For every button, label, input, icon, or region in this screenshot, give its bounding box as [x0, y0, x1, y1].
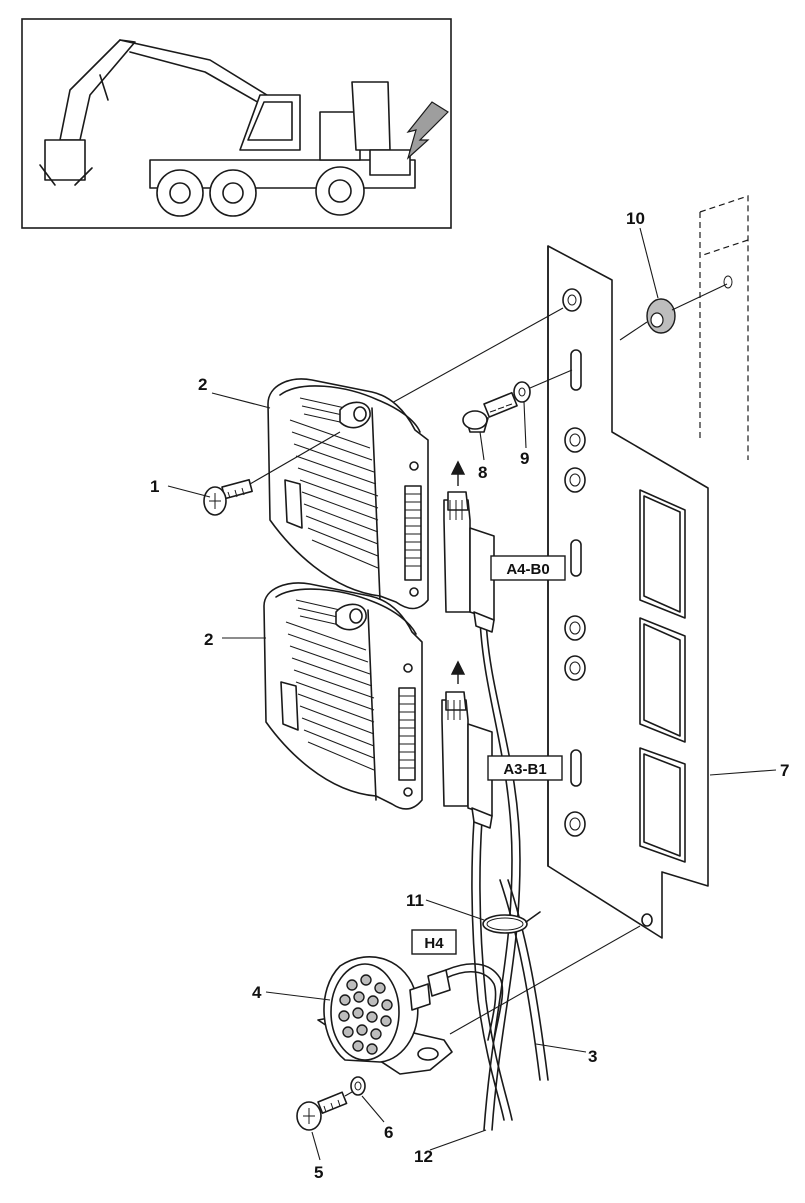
connector-a3-b1	[441, 660, 493, 829]
control-module-lower	[263, 582, 423, 810]
svg-text:A3-B1: A3-B1	[503, 761, 546, 778]
plate-holes	[562, 288, 653, 927]
callout-6: 6	[384, 1123, 393, 1142]
cable-tie-11	[482, 911, 541, 934]
location-arrow-icon	[406, 101, 449, 160]
callout-1: 1	[150, 477, 159, 496]
screw-1	[203, 431, 341, 516]
control-module-upper	[267, 378, 429, 610]
callout-3: 3	[588, 1047, 597, 1066]
callout-12: 12	[414, 1147, 433, 1166]
screw-5	[296, 1091, 353, 1131]
callout-2-lower: 2	[204, 630, 213, 649]
wheel-front-1	[156, 169, 204, 217]
callout-4: 4	[252, 983, 262, 1002]
callout-7: 7	[780, 761, 789, 780]
washer-6	[350, 1076, 366, 1096]
connector-tag-h4: H4	[411, 929, 457, 955]
cooling-ribs	[289, 397, 379, 569]
callout-10: 10	[626, 209, 645, 228]
inset-overview	[21, 18, 452, 229]
callout-2-upper: 2	[198, 375, 207, 394]
insert-direction-arrow-icon	[450, 660, 466, 684]
insert-direction-arrow-icon	[450, 460, 466, 486]
buzzer-grille	[338, 974, 393, 1055]
callout-labels: 1 2 2 3 4 5 6 7 8 9 10 11 12	[150, 209, 789, 1182]
wheel-rear	[315, 166, 365, 216]
callout-8: 8	[478, 463, 487, 482]
svg-text:H4: H4	[424, 935, 444, 952]
bolt-8	[462, 391, 518, 433]
spacer-washer-10	[619, 283, 728, 341]
buzzer-h4	[317, 956, 453, 1075]
harvester-machine-illustration	[39, 39, 416, 217]
mounting-plate	[547, 245, 709, 939]
connector-tag-a4-b0: A4-B0	[490, 555, 566, 581]
callout-11: 11	[406, 891, 424, 910]
callout-9: 9	[520, 449, 529, 468]
background-structure-outline	[699, 195, 749, 460]
connector-tag-a3-b1: A3-B1	[487, 755, 563, 781]
washer-9	[513, 369, 573, 403]
connector-a4-b0	[443, 460, 495, 633]
callout-5: 5	[314, 1163, 323, 1182]
svg-text:A4-B0: A4-B0	[506, 561, 549, 578]
cable-harness	[445, 619, 549, 1131]
wheel-front-2	[209, 169, 257, 217]
callout-leaders	[167, 227, 777, 1161]
cooling-ribs	[285, 599, 375, 771]
